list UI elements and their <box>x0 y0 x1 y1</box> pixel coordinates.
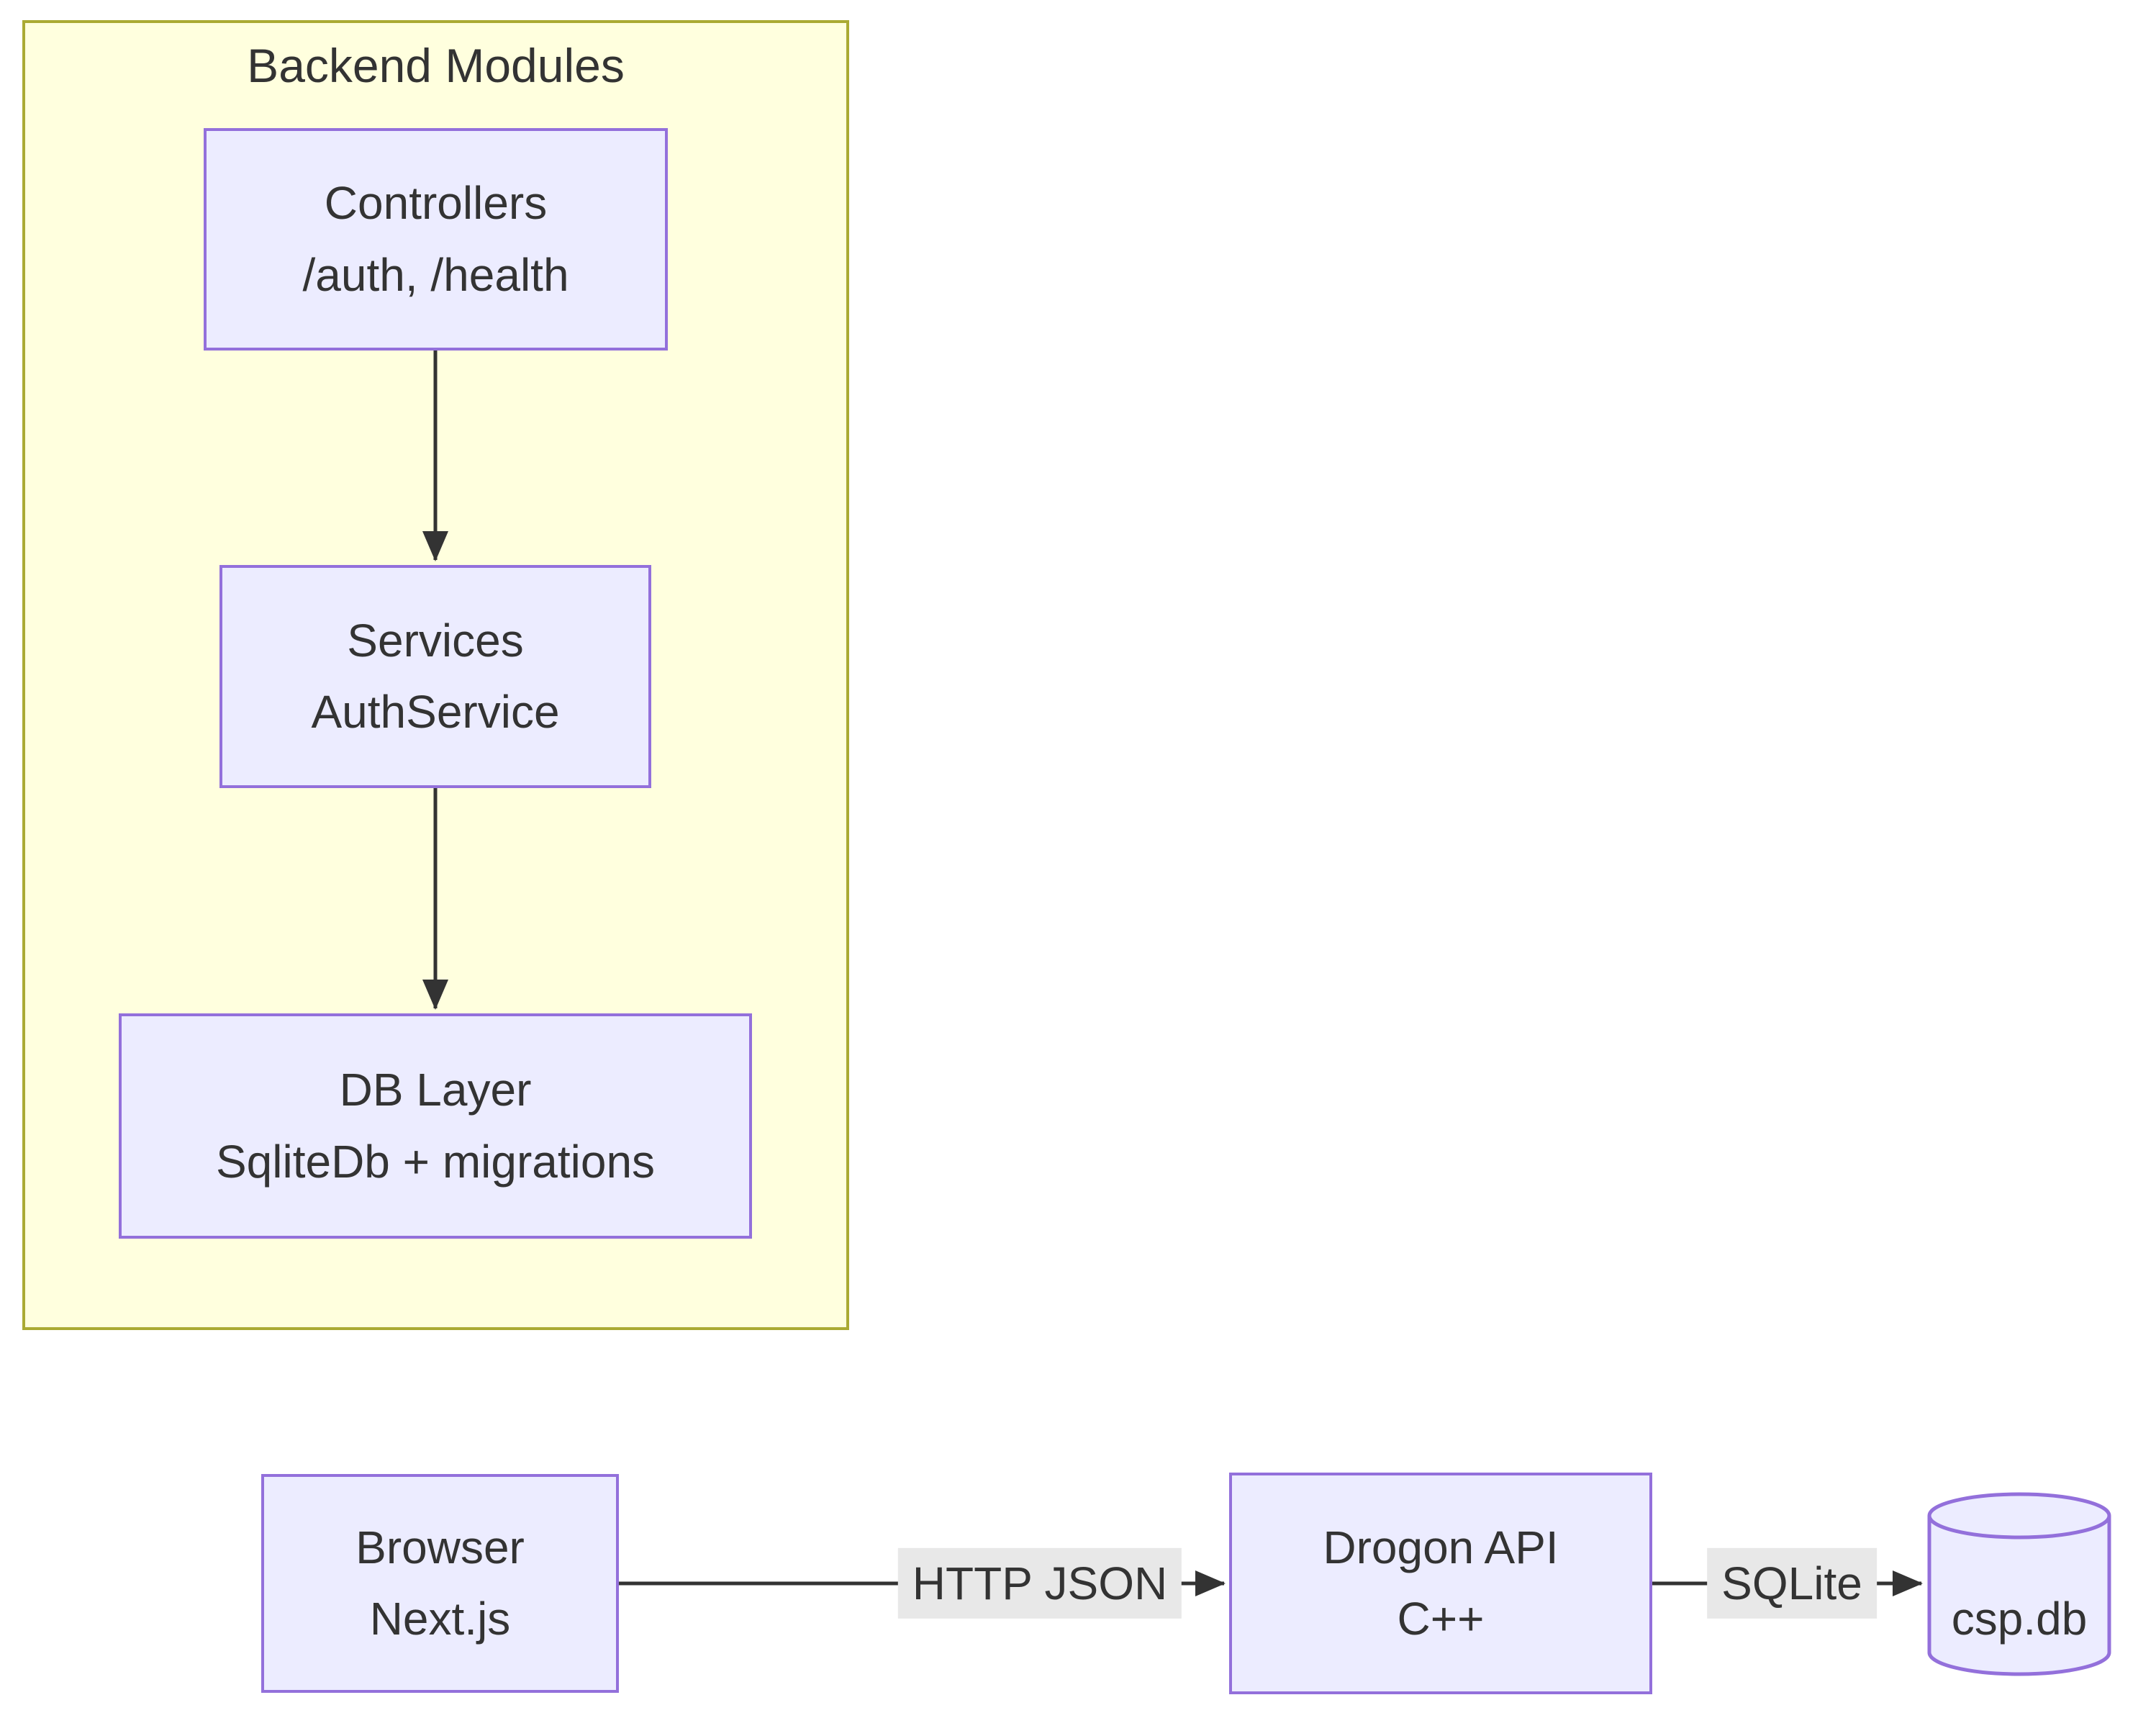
node-browser-line2: Next.js <box>369 1593 511 1645</box>
node-controllers-line1: Controllers <box>324 177 548 230</box>
node-controllers-line2: /auth, /health <box>302 248 569 301</box>
edge-label-sqlite: SQLite <box>1707 1547 1877 1619</box>
node-drogon-api: Drogon API C++ <box>1229 1473 1652 1694</box>
node-browser: Browser Next.js <box>261 1474 619 1693</box>
database-cylinder-icon <box>1927 1492 2111 1676</box>
node-drogon-api-line2: C++ <box>1397 1593 1485 1645</box>
subgraph-title: Backend Modules <box>247 39 625 92</box>
node-db-layer: DB Layer SqliteDb + migrations <box>119 1013 752 1239</box>
node-services-line2: AuthService <box>311 686 560 738</box>
node-db-layer-line1: DB Layer <box>339 1064 532 1116</box>
edge-label-http-json: HTTP JSON <box>897 1547 1182 1619</box>
node-db-layer-line2: SqliteDb + migrations <box>215 1135 656 1188</box>
node-browser-line1: Browser <box>355 1521 525 1573</box>
node-services: Services AuthService <box>219 565 651 788</box>
node-services-line1: Services <box>347 614 524 666</box>
node-csp-db-cylinder: csp.db <box>1926 1491 2112 1677</box>
node-csp-db-label: csp.db <box>1951 1593 2088 1645</box>
node-drogon-api-line1: Drogon API <box>1323 1521 1559 1573</box>
node-controllers: Controllers /auth, /health <box>204 128 668 351</box>
